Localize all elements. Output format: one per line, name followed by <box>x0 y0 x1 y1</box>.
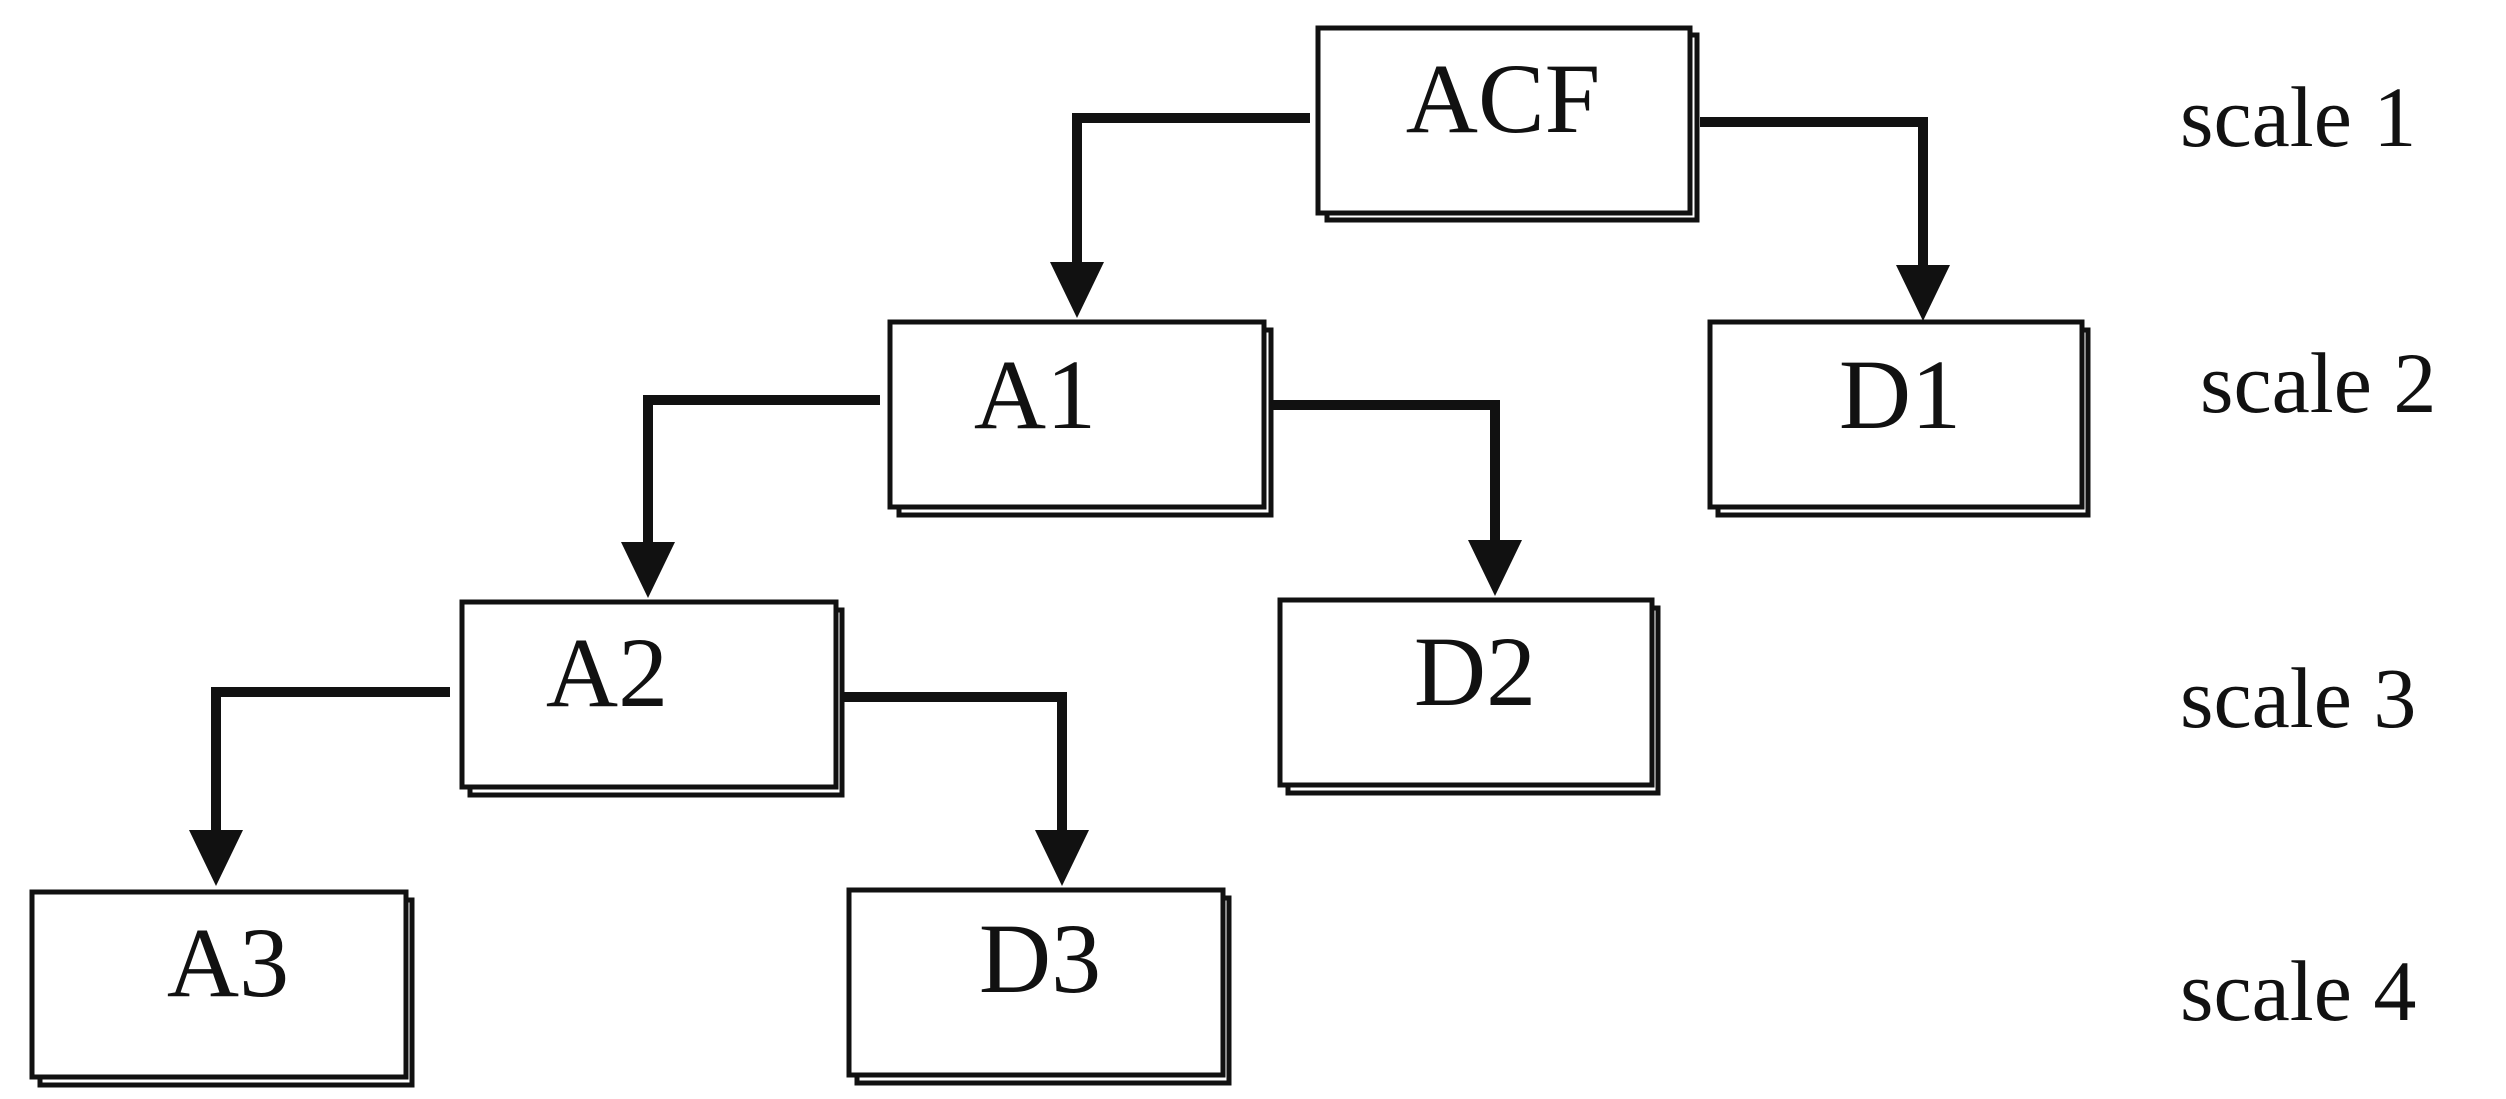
node-d1: D1 <box>1707 319 2091 518</box>
arrowhead-a2-d3 <box>1035 830 1089 886</box>
node-d2: D2 <box>1277 597 1661 796</box>
arrowhead-acf-a1 <box>1050 262 1104 318</box>
arrowhead-a1-a2 <box>621 542 675 598</box>
node-a3-label: A3 <box>167 907 289 1018</box>
node-a2: A2 <box>459 599 845 798</box>
node-a1: A1 <box>887 319 1274 518</box>
connector-acf-a1 <box>1072 113 1310 275</box>
scale-label-4: scale 4 <box>2180 943 2416 1039</box>
node-acf-label: ACF <box>1406 43 1601 154</box>
node-acf: ACF <box>1315 25 1700 223</box>
scale-label-3: scale 3 <box>2180 650 2416 746</box>
connector-a1-a2 <box>643 395 880 555</box>
connector-a2-a3 <box>211 687 450 843</box>
node-a3: A3 <box>29 889 415 1088</box>
arrowhead-a1-d2 <box>1468 540 1522 596</box>
connector-a2-d3 <box>840 692 1067 843</box>
node-a1-label: A1 <box>974 339 1096 450</box>
connector-a1-d2 <box>1270 400 1500 553</box>
scale-label-1: scale 1 <box>2180 69 2416 165</box>
connector-acf-d1 <box>1700 117 1928 278</box>
scale-labels: scale 1 scale 2 scale 3 scale 4 <box>2180 69 2436 1039</box>
arrowhead-a2-a3 <box>189 830 243 886</box>
node-d1-label: D1 <box>1839 339 1961 450</box>
node-d2-label: D2 <box>1414 616 1536 727</box>
node-a2-label: A2 <box>546 617 668 728</box>
node-d3: D3 <box>846 887 1232 1086</box>
connectors <box>189 113 1950 886</box>
arrowhead-acf-d1 <box>1896 265 1950 321</box>
scale-label-2: scale 2 <box>2200 335 2436 431</box>
node-d3-label: D3 <box>979 903 1101 1014</box>
